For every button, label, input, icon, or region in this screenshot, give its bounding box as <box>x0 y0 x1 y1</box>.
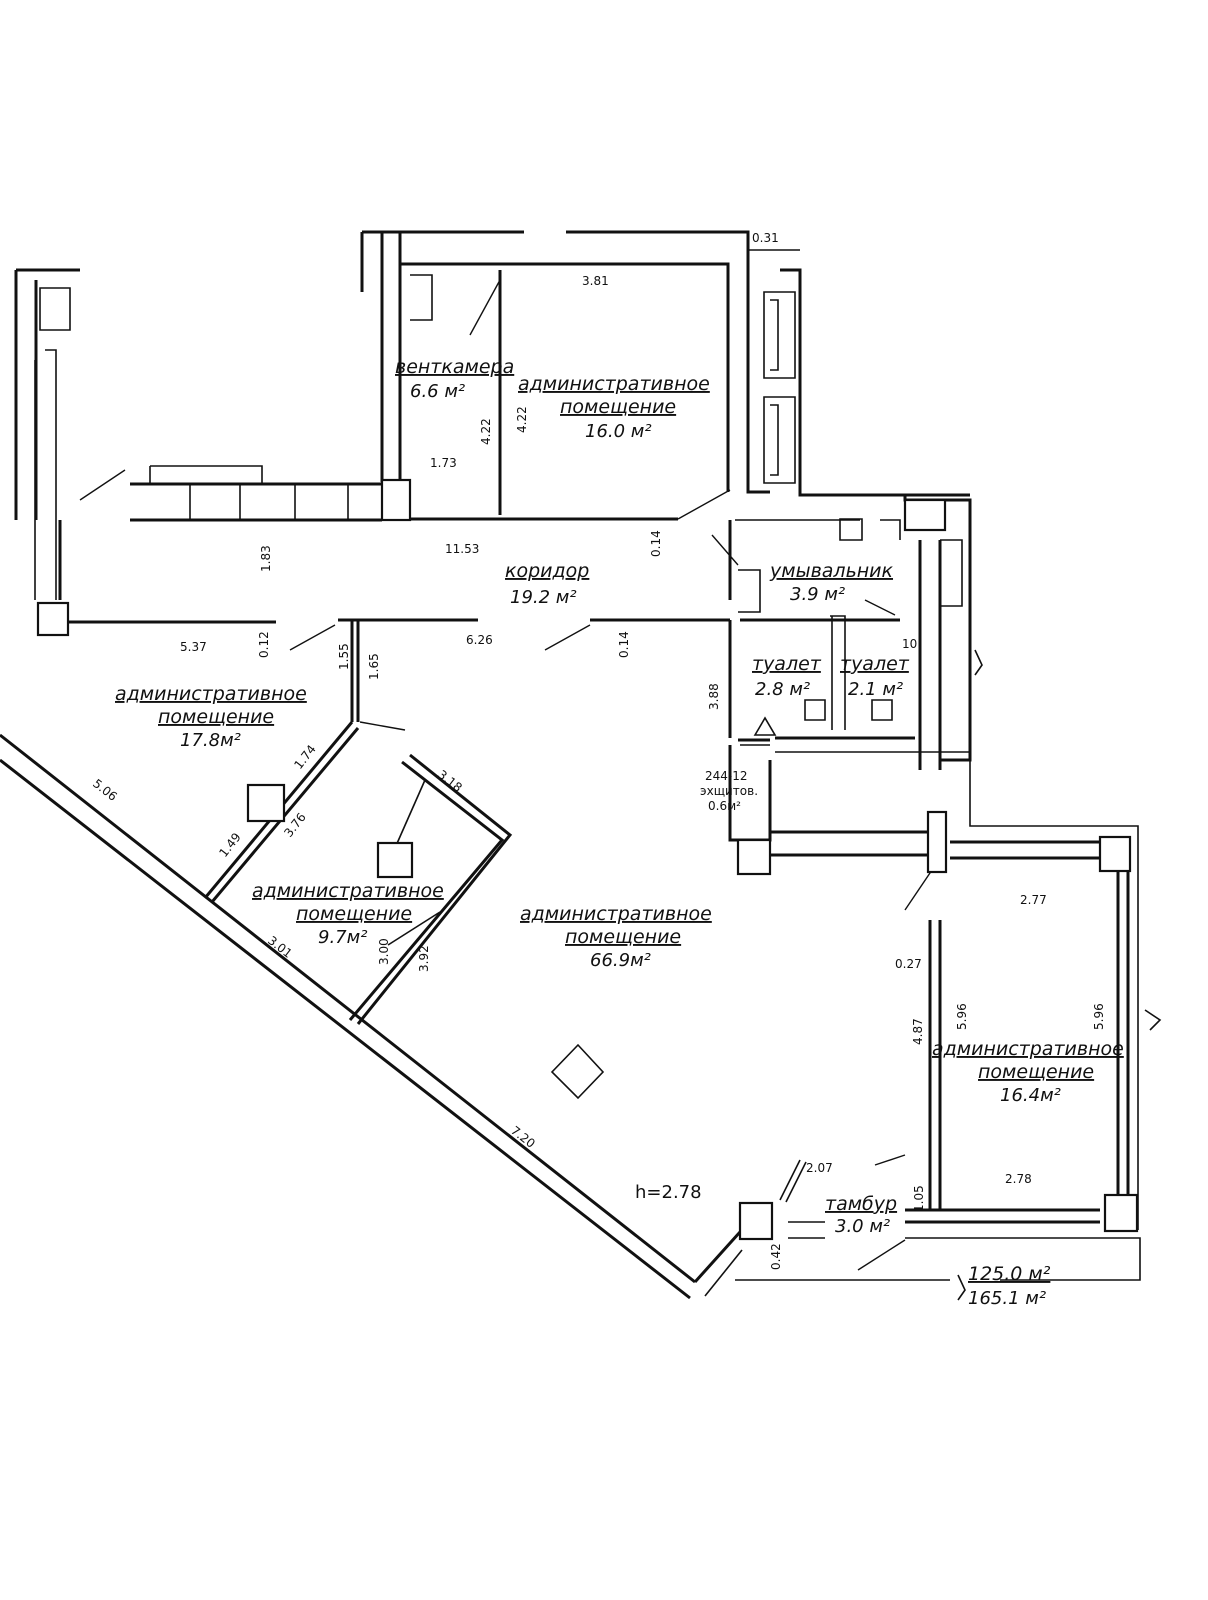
dimension-label: 2.78 <box>1005 1172 1032 1186</box>
room-tualet-1: туалет 2.8 м² <box>752 653 822 700</box>
diamond-column <box>550 1043 605 1100</box>
dimension-label: 3.81 <box>582 274 609 288</box>
room-tualet-2: туалет 2.1 м² <box>840 653 910 700</box>
room-admin-16-4: административное помещение 16.4м² <box>932 1038 1124 1106</box>
room-name: умывальник <box>769 560 894 582</box>
room-area: 3.0 м² <box>835 1216 890 1237</box>
room-ventkamera: венткамера 6.6 м² <box>395 356 514 402</box>
ceiling-height: h=2.78 <box>635 1182 702 1203</box>
room-shchitov: 244-12 эхщитов. 0.6м² <box>700 769 758 813</box>
room-name: коридор <box>505 560 589 582</box>
room-area: 0.6м² <box>708 799 741 813</box>
room-name: тамбур <box>825 1193 897 1215</box>
dimension-label: 2.77 <box>1020 893 1047 907</box>
room-name: туалет <box>840 653 910 675</box>
dimension-label: 4.22 <box>479 418 493 445</box>
room-name: административное <box>520 903 712 925</box>
columns <box>36 478 1139 1241</box>
room-name-line2: помещение <box>158 706 274 728</box>
room-area: 6.6 м² <box>410 381 465 402</box>
room-name: административное <box>518 373 710 395</box>
dimension-label: 5.96 <box>1092 1003 1106 1030</box>
room-admin-66-9: административное помещение 66.9м² <box>520 903 712 971</box>
dimension-label: 3.00 <box>377 938 391 965</box>
room-name-line2: эхщитов. <box>700 784 758 798</box>
room-area: 17.8м² <box>180 730 241 751</box>
dimension-label: 4.87 <box>911 1018 925 1045</box>
dimension-label: 4.22 <box>515 406 529 433</box>
dimension-label: 0.14 <box>617 631 631 658</box>
dimension-label: 5.37 <box>180 640 207 654</box>
dimension-label: 0.14 <box>649 530 663 557</box>
room-admin-16-0: административное помещение 16.0 м² <box>518 373 710 442</box>
room-name: туалет <box>752 653 822 675</box>
room-koridor: коридор 19.2 м² <box>505 560 589 608</box>
room-area: 66.9м² <box>590 950 651 971</box>
dimension-label: 11.53 <box>445 542 479 556</box>
room-name-line2: помещение <box>978 1061 1094 1083</box>
room-tambur: тамбур 3.0 м² <box>825 1193 897 1237</box>
area-totals: 125.0 м² 165.1 м² <box>968 1263 1051 1309</box>
room-name-line2: помещение <box>565 926 681 948</box>
dimension-label: 0.12 <box>257 631 271 658</box>
dimension-label: 10 <box>902 637 917 651</box>
dimension-label: 1.73 <box>430 456 457 470</box>
dimension-label: 5.06 <box>90 776 120 803</box>
room-name: административное <box>115 683 307 705</box>
room-area: 2.8 м² <box>755 679 810 700</box>
dimension-label: 0.31 <box>752 231 779 245</box>
total-main-area: 125.0 м² <box>968 1263 1051 1285</box>
dimension-label: 1.05 <box>912 1185 926 1212</box>
dimension-label: 5.96 <box>955 1003 969 1030</box>
room-area: 19.2 м² <box>510 587 577 608</box>
room-area: 16.4м² <box>1000 1085 1061 1106</box>
room-name: венткамера <box>395 356 514 378</box>
room-area: 16.0 м² <box>585 421 652 442</box>
walls <box>0 230 1162 1301</box>
room-area: 9.7м² <box>318 927 367 948</box>
room-name-line2: помещение <box>560 396 676 418</box>
dimension-label: 1.65 <box>367 653 381 680</box>
room-name: административное <box>932 1038 1124 1060</box>
dimension-label: 3.92 <box>417 945 431 972</box>
dimension-label: 1.55 <box>337 643 351 670</box>
dimension-label: 2.07 <box>806 1161 833 1175</box>
room-area: 3.9 м² <box>790 584 845 605</box>
room-admin-9-7: административное помещение 9.7м² <box>252 880 444 948</box>
room-admin-17-8: административное помещение 17.8м² <box>115 683 307 751</box>
room-name: административное <box>252 880 444 902</box>
room-area: 2.1 м² <box>848 679 903 700</box>
room-name-line2: помещение <box>296 903 412 925</box>
room-umyvalnik: умывальник 3.9 м² <box>769 560 894 605</box>
dimension-label: 6.26 <box>466 633 493 647</box>
dimension-label: 1.83 <box>259 545 273 572</box>
total-overall-area: 165.1 м² <box>968 1288 1046 1309</box>
room-name: 244-12 <box>705 769 748 783</box>
dimension-label: 3.88 <box>707 683 721 710</box>
dimension-label: 0.42 <box>769 1243 783 1270</box>
dimension-label: 0.27 <box>895 957 922 971</box>
